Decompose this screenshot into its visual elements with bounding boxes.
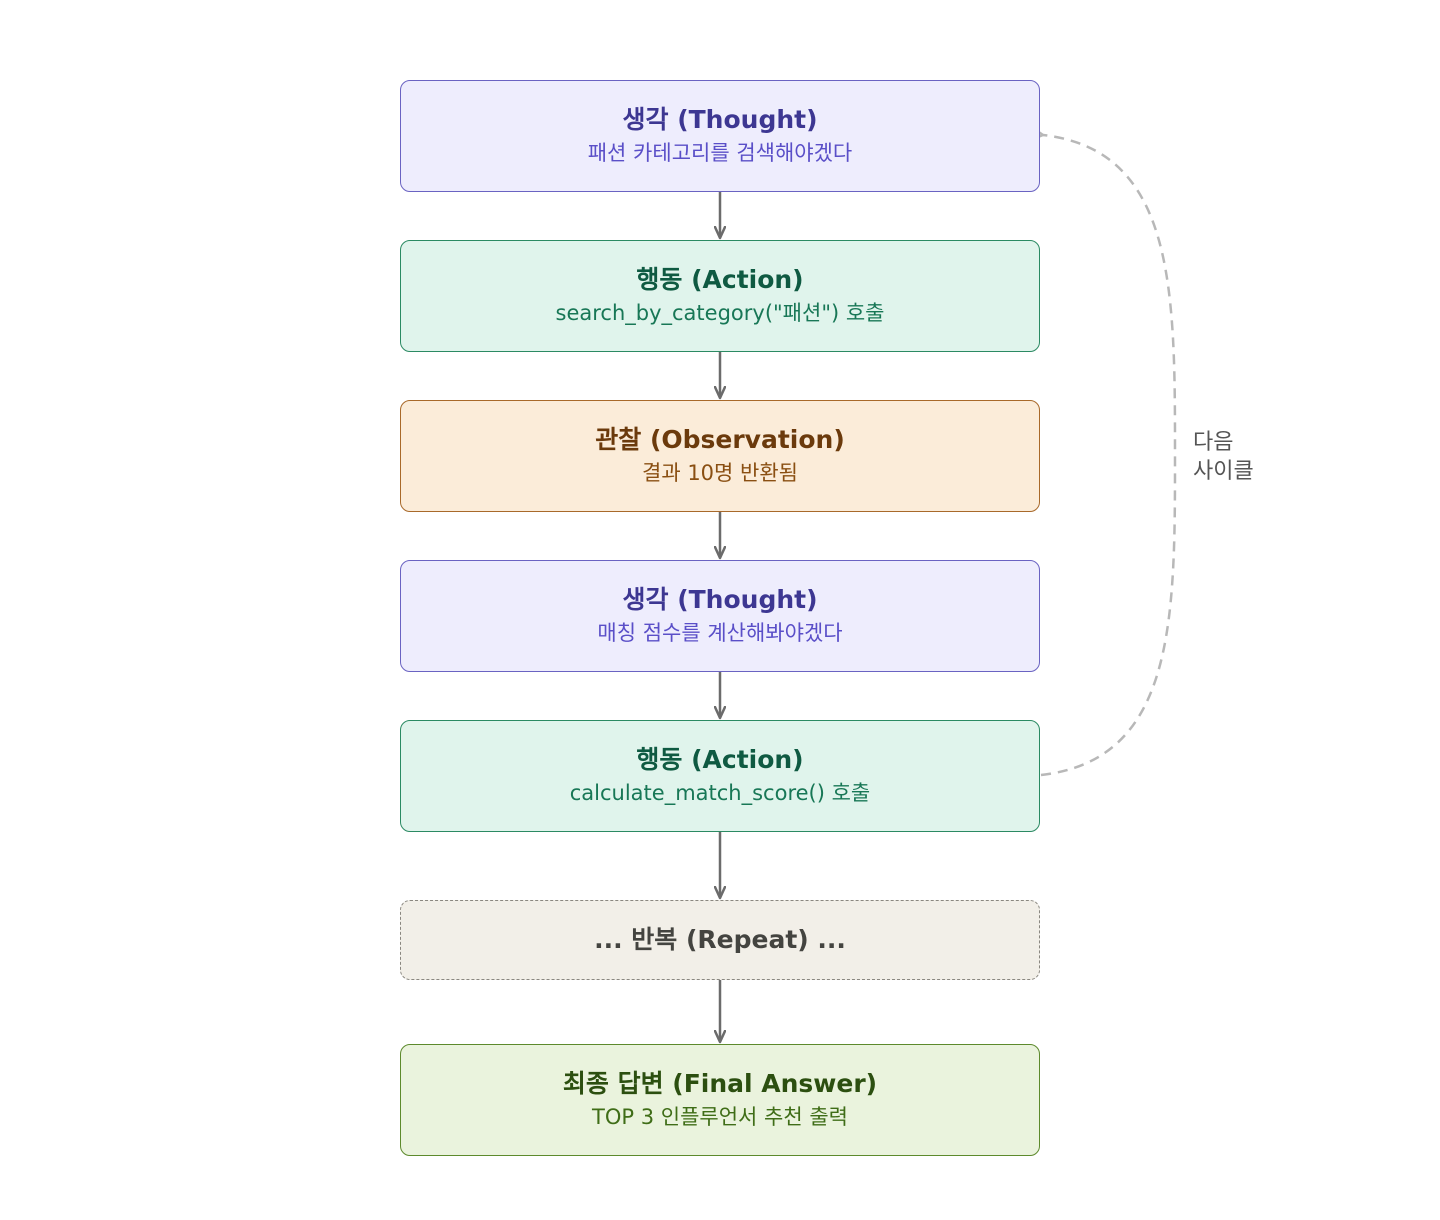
loop-label-line-1: 다음 [1193,430,1234,455]
node-subtitle: calculate_match_score() 호출 [569,781,871,805]
node-subtitle: 패션 카테고리를 검색해야겠다 [587,141,853,165]
node-title: 관찰 (Observation) [595,425,845,454]
node-thought-1: 생각 (Thought) 패션 카테고리를 검색해야겠다 [400,80,1040,192]
node-thought-2: 생각 (Thought) 매칭 점수를 계산해봐야겠다 [400,560,1040,672]
node-subtitle: search_by_category("패션") 호출 [555,301,885,325]
node-subtitle: 매칭 점수를 계산해봐야겠다 [597,621,843,645]
node-final-answer: 최종 답변 (Final Answer) TOP 3 인플루언서 추천 출력 [400,1044,1040,1156]
loop-label: 다음 사이클 [1193,428,1254,486]
loop-back-arrow [1041,135,1177,777]
node-title: 행동 (Action) [636,265,804,294]
node-title: ... 반복 (Repeat) ... [594,925,846,954]
node-title: 최종 답변 (Final Answer) [562,1069,878,1098]
node-subtitle: TOP 3 인플루언서 추천 출력 [592,1105,848,1129]
node-title: 생각 (Thought) [622,105,818,134]
node-action-1: 행동 (Action) search_by_category("패션") 호출 [400,240,1040,352]
node-repeat: ... 반복 (Repeat) ... [400,900,1040,980]
loop-label-line-2: 사이클 [1193,459,1254,484]
node-title: 생각 (Thought) [622,585,818,614]
node-subtitle: 결과 10명 반환됨 [642,461,798,485]
node-observation: 관찰 (Observation) 결과 10명 반환됨 [400,400,1040,512]
node-action-2: 행동 (Action) calculate_match_score() 호출 [400,720,1040,832]
node-title: 행동 (Action) [636,745,804,774]
